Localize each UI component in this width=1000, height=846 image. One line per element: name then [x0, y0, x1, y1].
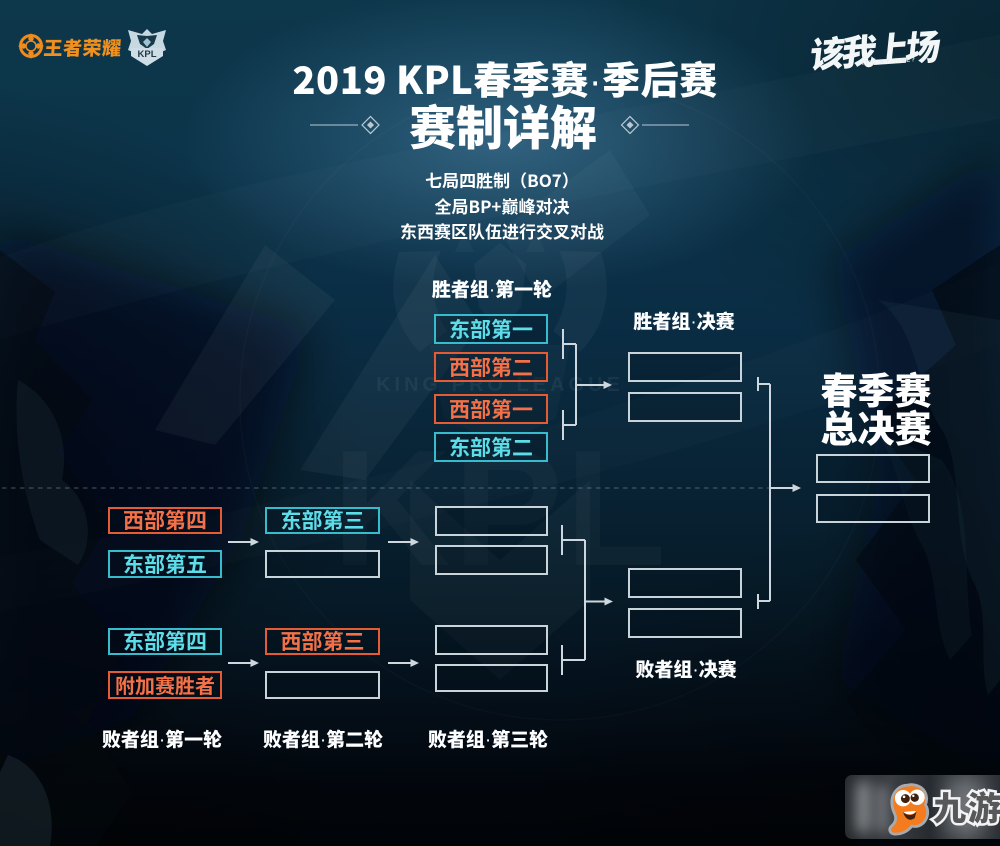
svg-text:王者荣耀: 王者荣耀	[43, 34, 123, 61]
svg-text:KING PRO LEAGUE: KING PRO LEAGUE	[376, 374, 624, 396]
svg-text:九游: 九游	[933, 782, 1000, 830]
svg-text:KPL: KPL	[138, 49, 157, 60]
